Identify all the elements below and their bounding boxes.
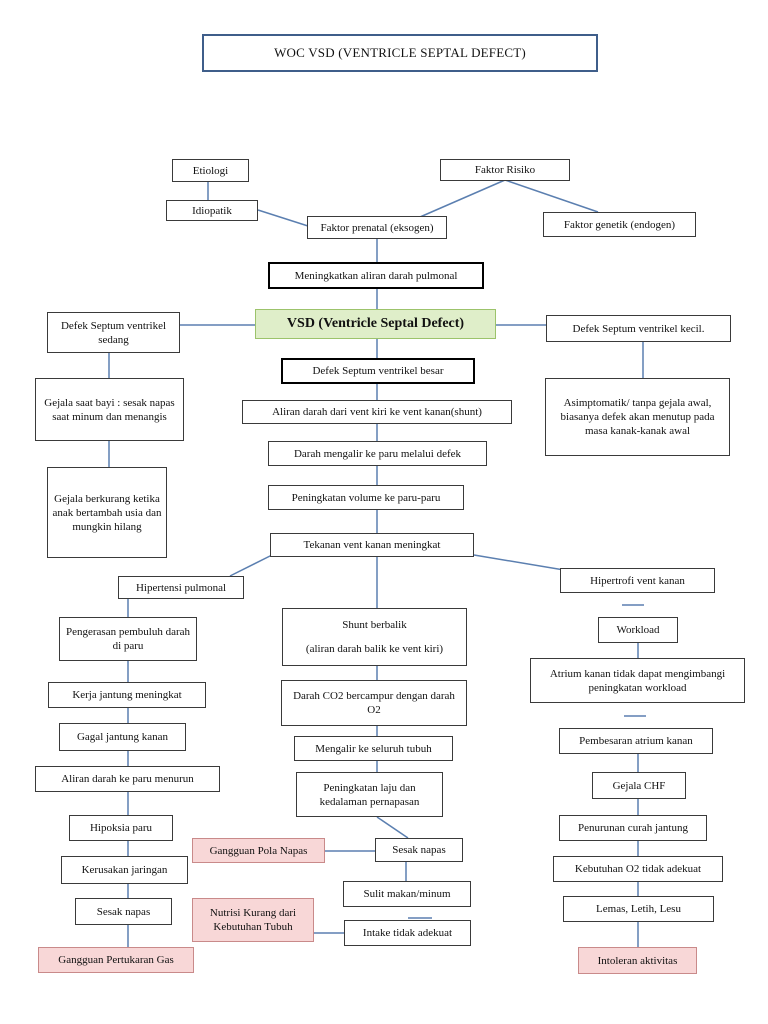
node-kerusakan: Kerusakan jaringan (61, 856, 188, 884)
diagram-title: WOC VSD (VENTRICLE SEPTAL DEFECT) (202, 34, 598, 72)
node-hipoksia: Hipoksia paru (69, 815, 173, 841)
node-chf: Gejala CHF (592, 772, 686, 799)
node-darah-paru: Darah mengalir ke paru melalui defek (268, 441, 487, 466)
node-aliran-shunt: Aliran darah dari vent kiri ke vent kana… (242, 400, 512, 424)
node-gangguan-pola: Gangguan Pola Napas (192, 838, 325, 863)
node-kebutuhan-o2: Kebutuhan O2 tidak adekuat (553, 856, 723, 882)
node-faktor-risiko: Faktor Risiko (440, 159, 570, 181)
node-faktor-prenatal: Faktor prenatal (eksogen) (307, 216, 447, 239)
node-faktor-genetik: Faktor genetik (endogen) (543, 212, 696, 237)
node-kerja-jantung: Kerja jantung meningkat (48, 682, 206, 708)
node-lemas: Lemas, Letih, Lesu (563, 896, 714, 922)
node-sesak-mid: Sesak napas (375, 838, 463, 862)
node-volume-paru: Peningkatan volume ke paru-paru (268, 485, 464, 510)
node-tekanan-vent: Tekanan vent kanan meningkat (270, 533, 474, 557)
node-co2: Darah CO2 bercampur dengan darah O2 (281, 680, 467, 726)
node-pengerasan: Pengerasan pembuluh darah di paru (59, 617, 197, 661)
node-shunt-balik: Shunt berbalik (aliran darah balik ke ve… (282, 608, 467, 666)
node-defek-besar: Defek Septum ventrikel besar (281, 358, 475, 384)
node-intoleran: Intoleran aktivitas (578, 947, 697, 974)
node-aliran-menurun: Aliran darah ke paru menurun (35, 766, 220, 792)
node-vsd: VSD (Ventricle Septal Defect) (255, 309, 496, 339)
node-etiologi: Etiologi (172, 159, 249, 182)
node-gejala-berkurang: Gejala berkurang ketika anak bertambah u… (47, 467, 167, 558)
node-gangguan-gas: Gangguan Pertukaran Gas (38, 947, 194, 973)
node-sesak-left: Sesak napas (75, 898, 172, 925)
node-defek-kecil: Defek Septum ventrikel kecil. (546, 315, 731, 342)
shunt-balik-line1: Shunt berbalik (342, 619, 407, 631)
node-intake: Intake tidak adekuat (344, 920, 471, 946)
node-defek-sedang: Defek Septum ventrikel sedang (47, 312, 180, 353)
node-pembesaran: Pembesaran atrium kanan (559, 728, 713, 754)
node-mengalir-tubuh: Mengalir ke seluruh tubuh (294, 736, 453, 761)
node-workload: Workload (598, 617, 678, 643)
node-gagal-jantung: Gagal jantung kanan (59, 723, 186, 751)
shunt-balik-line2: (aliran darah balik ke vent kiri) (305, 643, 444, 655)
node-meningkatkan-aliran: Meningkatkan aliran darah pulmonal (268, 262, 484, 289)
node-atrium-tidak: Atrium kanan tidak dapat mengimbangi pen… (530, 658, 745, 703)
node-nutrisi: Nutrisi Kurang dari Kebutuhan Tubuh (192, 898, 314, 942)
node-hipertensi: Hipertensi pulmonal (118, 576, 244, 599)
node-idiopatik: Idiopatik (166, 200, 258, 221)
node-gejala-bayi: Gejala saat bayi : sesak napas saat minu… (35, 378, 184, 441)
node-hipertrofi: Hipertrofi vent kanan (560, 568, 715, 593)
node-sulit-makan: Sulit makan/minum (343, 881, 471, 907)
node-asimptomatik: Asimptomatik/ tanpa gejala awal, biasany… (545, 378, 730, 456)
node-laju-napas: Peningkatan laju dan kedalaman pernapasa… (296, 772, 443, 817)
node-curah-jantung: Penurunan curah jantung (559, 815, 707, 841)
